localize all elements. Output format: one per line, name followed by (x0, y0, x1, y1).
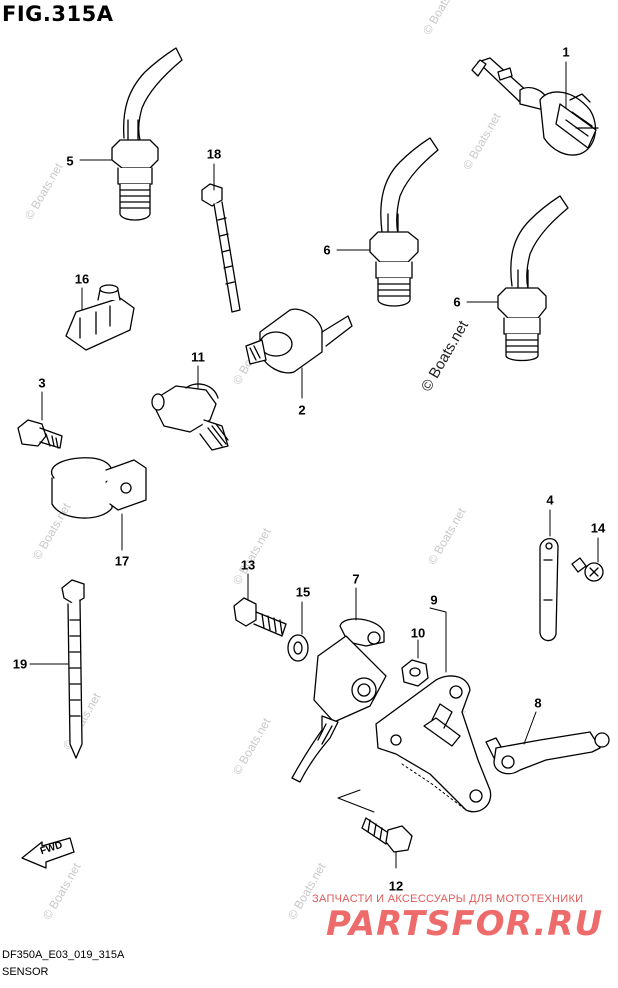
fwd-arrow (21, 837, 75, 869)
part-14-screw (571, 557, 604, 582)
part-15-washer (287, 634, 309, 662)
part-3-bolt (17, 419, 63, 449)
part-10-nut (401, 659, 429, 687)
callout-18[interactable]: 18 (206, 146, 222, 162)
part-13-bolt (233, 597, 287, 637)
callout-17[interactable]: 17 (114, 553, 130, 569)
part-8-lever (485, 731, 610, 775)
part-4-strap (539, 538, 559, 642)
callout-12[interactable]: 12 (388, 878, 404, 894)
callout-4[interactable]: 4 (546, 492, 554, 508)
part-5-sensor (111, 47, 183, 221)
part-7-sensor (291, 618, 387, 783)
callout-7[interactable]: 7 (352, 571, 360, 587)
figure-title: FIG.315A (2, 2, 114, 26)
shop-subtitle: ЗАПЧАСТИ И АКСЕССУАРЫ ДЛЯ МОТОТЕХНИКИ (312, 893, 584, 905)
callout-9[interactable]: 9 (430, 592, 438, 608)
callout-6-lower[interactable]: 6 (453, 294, 461, 310)
callout-19[interactable]: 19 (12, 656, 28, 672)
callout-6-upper[interactable]: 6 (323, 242, 331, 258)
callout-15[interactable]: 15 (295, 584, 311, 600)
part-17-clamp (51, 457, 147, 519)
part-11-sensor (151, 383, 229, 451)
callout-1[interactable]: 1 (562, 44, 570, 60)
callout-11[interactable]: 11 (191, 349, 205, 365)
shop-logo: PARTSFOR.RU (326, 904, 604, 944)
part-2-sensor (245, 308, 353, 374)
callout-2[interactable]: 2 (298, 402, 306, 418)
callout-14[interactable]: 14 (590, 520, 606, 536)
part-12-bolt (361, 817, 413, 853)
part-1-connector-sensor (471, 57, 599, 156)
part-16-clamp (65, 284, 135, 351)
part-6-sensor-upper (369, 137, 439, 307)
figure-code: DF350A_E03_019_315A (2, 949, 125, 961)
callout-8[interactable]: 8 (534, 695, 542, 711)
callout-10[interactable]: 10 (410, 625, 426, 641)
callout-3[interactable]: 3 (38, 375, 46, 391)
callout-16[interactable]: 16 (74, 271, 90, 287)
part-6-sensor-lower (497, 195, 569, 362)
part-19-cable-tie (61, 579, 85, 759)
leader-lines (29, 61, 599, 869)
part-18-cable-tie (201, 183, 241, 313)
callout-5[interactable]: 5 (66, 153, 74, 169)
callout-13[interactable]: 13 (240, 557, 256, 573)
part-9-bracket (375, 675, 492, 813)
figure-name: SENSOR (2, 966, 49, 978)
